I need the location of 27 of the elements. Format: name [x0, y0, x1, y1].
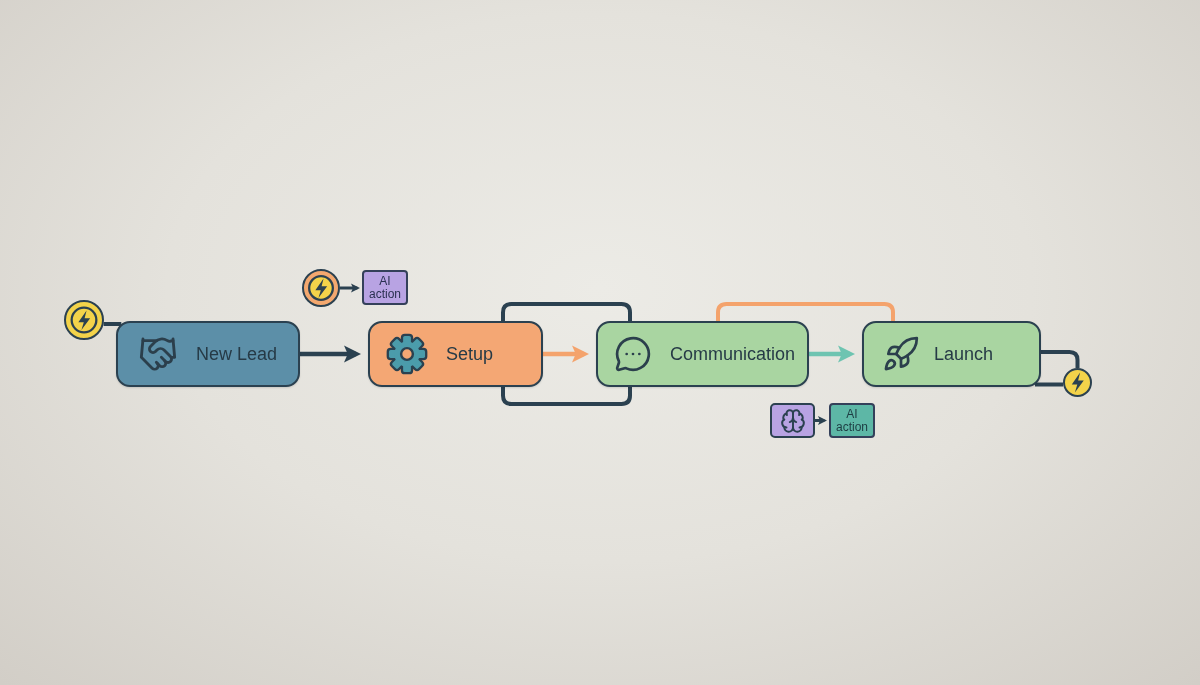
connector-line	[1035, 382, 1064, 387]
arrow	[809, 345, 855, 363]
connector-line	[1041, 350, 1080, 368]
tag-label: AI action	[835, 407, 869, 434]
process-box	[116, 321, 300, 387]
action-tag	[829, 403, 875, 438]
tag-label: AI action	[368, 274, 402, 301]
process-box	[368, 321, 543, 387]
brain-icon	[770, 403, 815, 438]
lightning-icon	[1063, 368, 1092, 397]
process-box	[596, 321, 809, 387]
connector-line	[716, 302, 895, 321]
node-label: New Lead	[196, 343, 278, 365]
arrow	[300, 345, 361, 363]
arrow	[340, 283, 360, 293]
node-label: Launch	[934, 343, 994, 365]
connector-line	[103, 322, 122, 326]
lightning-icon	[64, 300, 104, 340]
node-label: Communication	[670, 343, 796, 365]
connector-line	[501, 302, 632, 321]
arrow	[543, 345, 589, 363]
connector-line	[501, 387, 632, 406]
action-tag	[362, 270, 408, 305]
node-label: Setup	[446, 343, 494, 365]
process-box	[862, 321, 1041, 387]
lightning-icon	[302, 269, 340, 307]
arrow	[815, 416, 827, 425]
